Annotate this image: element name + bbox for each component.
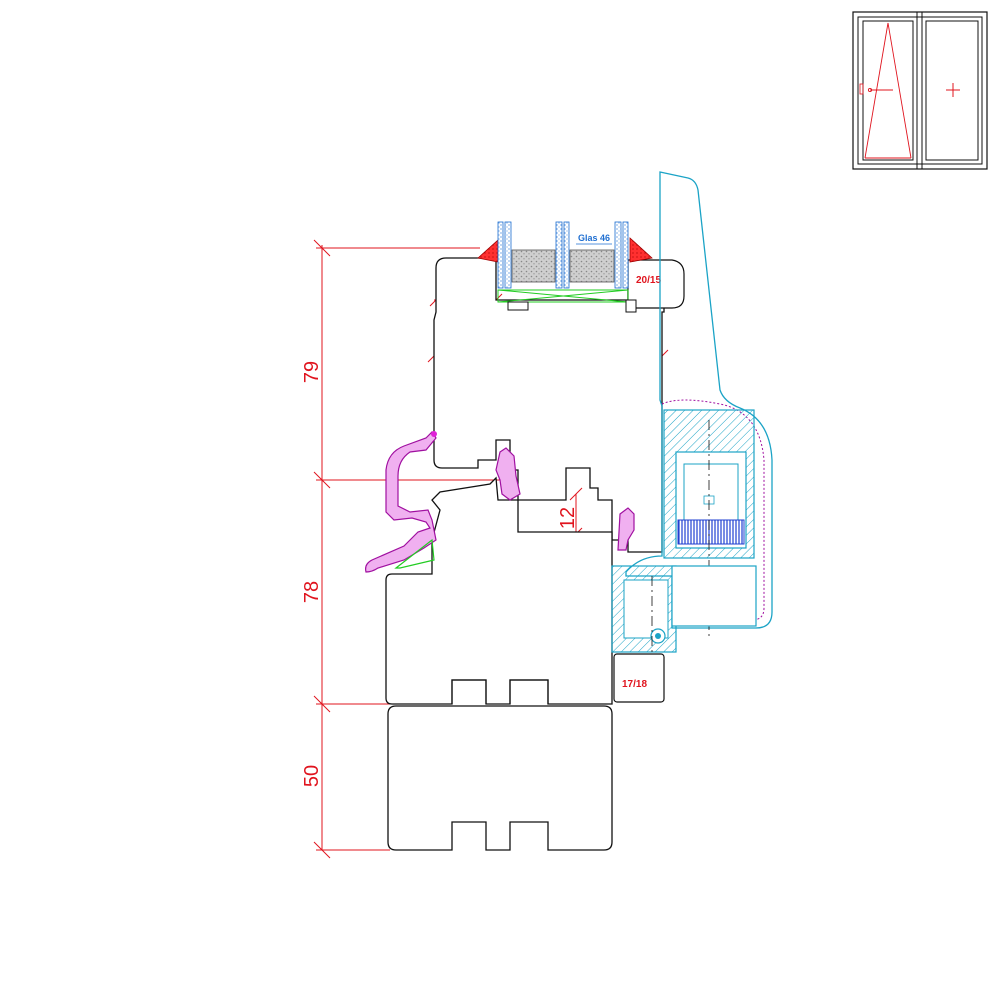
glass-pane-1	[497, 221, 504, 289]
right-glazing-seal	[629, 237, 653, 263]
dimension-frame-height: 79	[301, 361, 323, 383]
sill-profile	[387, 705, 613, 851]
thumbnail-inner-frame	[857, 16, 983, 165]
glass-pane-3	[555, 221, 563, 289]
glass-label: Glas 46	[578, 233, 610, 243]
inner-seal-gasket	[617, 507, 635, 551]
thumbnail-right-sash	[925, 20, 979, 161]
dimension-gap: 12	[557, 507, 579, 529]
cladding-inner-line	[661, 399, 765, 621]
thumbnail-outer-frame	[852, 11, 988, 170]
glass-pane-4	[563, 221, 570, 289]
thumbnail-left-sash	[862, 20, 914, 161]
glass-pane-5	[614, 221, 622, 289]
glass-pane-6	[622, 221, 629, 289]
frame-cladding-block	[611, 565, 757, 653]
vertical-dimensions	[313, 239, 500, 859]
dimension-sill-height: 50	[301, 765, 323, 787]
glazing-block	[497, 289, 629, 303]
glass-unit: Glas 46	[497, 221, 629, 289]
sash-profile	[433, 257, 665, 553]
gasket-label: 20/15	[636, 275, 661, 286]
sill-label-box	[613, 653, 665, 703]
center-seal-gasket	[495, 447, 521, 501]
window-thumbnail	[852, 11, 988, 170]
fixed-glazing-symbol	[946, 83, 960, 97]
sill-label: 17/18	[622, 679, 647, 690]
weather-drip-gasket	[365, 431, 437, 573]
spacer-1	[511, 249, 556, 283]
sash-cladding-block	[663, 409, 755, 640]
tilt-turn-symbol	[864, 22, 912, 159]
spacer-2	[569, 249, 615, 283]
dimension-sash-height: 78	[301, 581, 323, 603]
left-glazing-seal	[477, 239, 499, 263]
sash-glazing-bead	[627, 259, 685, 309]
glass-pane-2	[504, 221, 512, 289]
handle-icon	[859, 83, 864, 95]
